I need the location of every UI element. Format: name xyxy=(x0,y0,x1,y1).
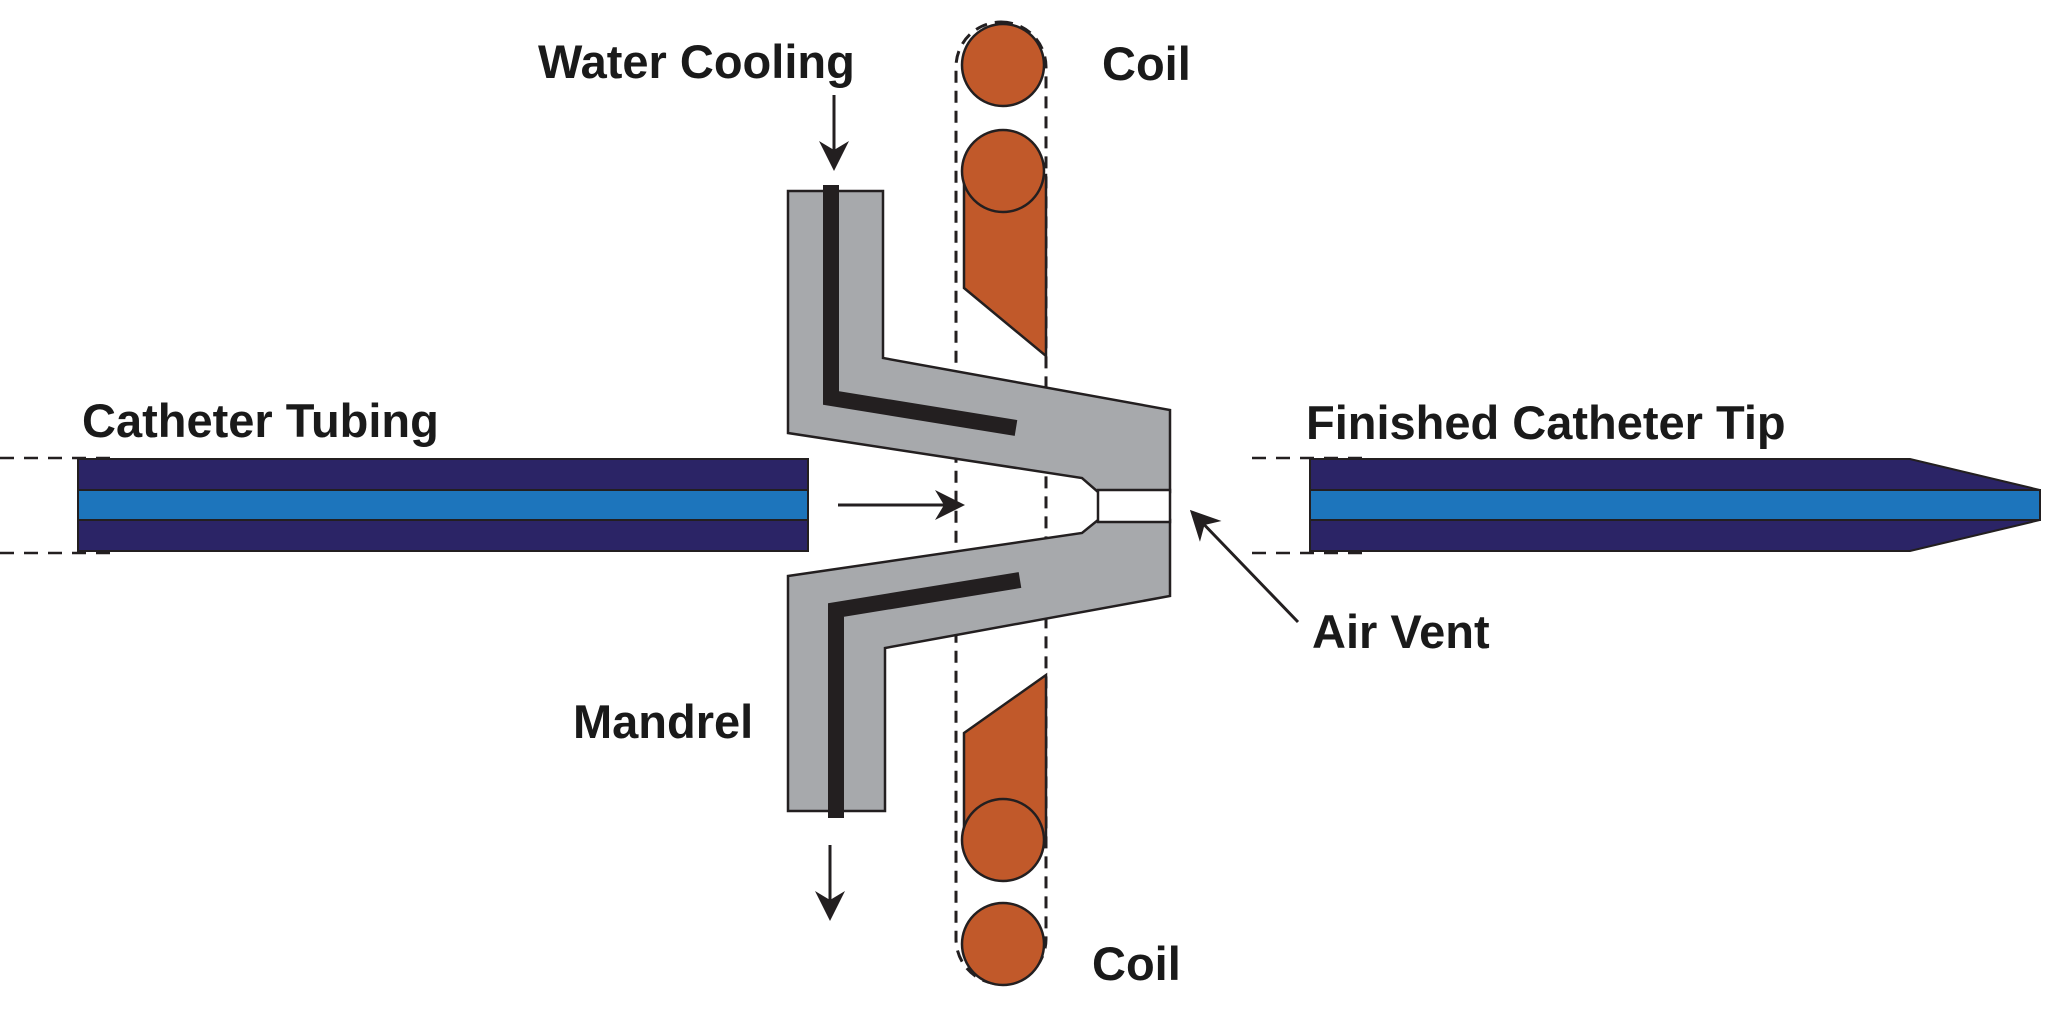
coil-housing-outline xyxy=(954,20,1048,986)
label-mandrel: Mandrel xyxy=(573,695,753,748)
catheter-tubing xyxy=(0,456,809,555)
mandrel-lower xyxy=(828,572,1022,818)
label-air-vent: Air Vent xyxy=(1312,605,1490,658)
label-coil-bottom: Coil xyxy=(1092,937,1181,990)
label-finished-catheter-tip: Finished Catheter Tip xyxy=(1306,396,1786,449)
air-vent-arrow xyxy=(1189,509,1300,624)
air-vent-opening xyxy=(1096,488,1172,524)
coil-bottom-shoe xyxy=(962,672,1048,842)
label-water-cooling: Water Cooling xyxy=(538,35,855,88)
coil-bottom-winding-1 xyxy=(960,797,1046,883)
coil-top xyxy=(960,22,1048,359)
coil-top-winding-1 xyxy=(960,22,1046,108)
die-lower xyxy=(786,518,1172,813)
coil-bottom xyxy=(960,672,1048,987)
tip-lumen xyxy=(1309,489,2041,521)
label-catheter-tubing: Catheter Tubing xyxy=(82,394,439,447)
coil-bottom-winding-2 xyxy=(960,901,1046,987)
mandrel-upper xyxy=(823,185,1018,436)
finished-catheter-tip xyxy=(1252,456,2041,555)
coil-top-winding-2 xyxy=(960,128,1046,214)
tubing-lumen xyxy=(77,489,809,521)
label-coil-top: Coil xyxy=(1102,37,1191,90)
